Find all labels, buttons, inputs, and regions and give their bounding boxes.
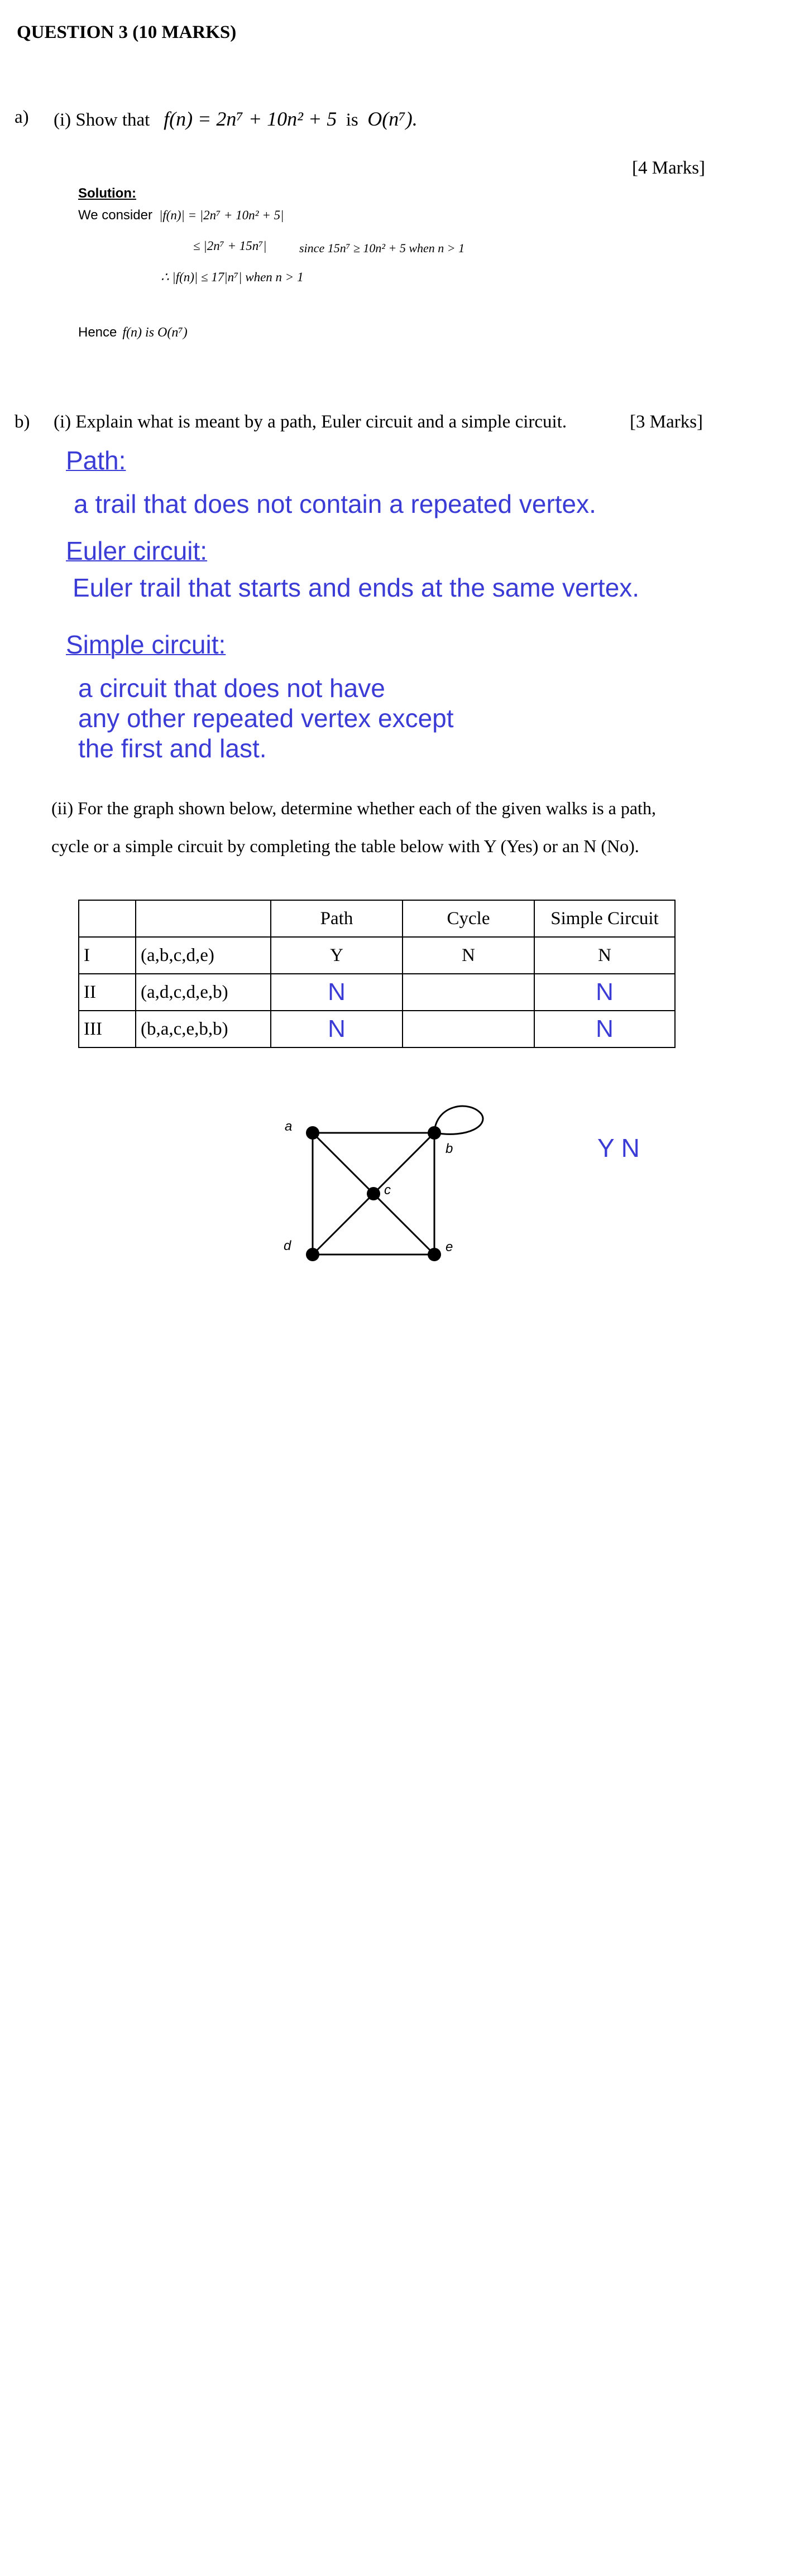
answer-simple-line-2: any other repeated vertex except xyxy=(78,704,454,733)
vertex-label-d: d xyxy=(284,1238,291,1253)
row-cycle-answer[interactable] xyxy=(402,1010,535,1048)
graph-vertices xyxy=(306,1126,441,1261)
header-cell-num xyxy=(78,900,136,938)
vertex-b xyxy=(428,1126,441,1140)
row-path-answer[interactable]: Y xyxy=(270,936,403,974)
solution-line-3-math: ∴ |f(n)| ≤ 17|n⁷| when n > 1 xyxy=(161,270,304,284)
part-ii-line-2: cycle or a simple circuit by completing … xyxy=(51,836,639,856)
graph-diagram: a b c d e xyxy=(284,1105,484,1261)
vertex-e xyxy=(428,1248,441,1261)
row-cycle-answer[interactable] xyxy=(402,973,535,1011)
vertex-label-a: a xyxy=(285,1119,292,1134)
row-simple-answer[interactable]: N xyxy=(534,936,676,974)
solution-heading: Solution: xyxy=(78,186,136,201)
table-row: I (a,b,c,d,e) Y N N xyxy=(78,936,676,974)
vertex-label-e: e xyxy=(446,1239,453,1255)
hence-line: Hence f(n) is O(n⁷) xyxy=(78,325,188,340)
part-a-bigo: O(n⁷). xyxy=(367,108,418,130)
graph-edges xyxy=(312,1105,484,1256)
row-walk: (b,a,c,e,b,b) xyxy=(135,1010,271,1048)
row-simple-answer[interactable]: N xyxy=(534,973,676,1011)
vertex-d xyxy=(306,1248,319,1261)
answer-simple-line-3: the first and last. xyxy=(78,734,267,763)
table-row: II (a,d,c,d,e,b) N N xyxy=(78,973,676,1011)
row-path-answer[interactable]: N xyxy=(270,1010,403,1048)
row-num: III xyxy=(78,1010,136,1048)
header-cell-simple: Simple Circuit xyxy=(534,900,676,938)
header-cell-cycle: Cycle xyxy=(402,900,535,938)
edge-b-loop xyxy=(433,1105,484,1135)
part-b-marks: [3 Marks] xyxy=(630,412,703,432)
part-a-prompt: (i) Show that f(n) = 2n⁷ + 10n² + 5 is O… xyxy=(54,107,418,131)
answer-euler-text: Euler trail that starts and ends at the … xyxy=(73,573,640,602)
answer-path-text: a trail that does not contain a repeated… xyxy=(74,489,596,518)
answer-path-heading: Path: xyxy=(66,446,126,475)
question-title: QUESTION 3 (10 MARKS) xyxy=(17,22,237,42)
table-header-row: Path Cycle Simple Circuit xyxy=(78,900,676,938)
part-a-prompt-text: (i) Show that xyxy=(54,110,150,130)
vertex-label-b: b xyxy=(446,1141,453,1156)
row-walk: (a,d,c,d,e,b) xyxy=(135,973,271,1011)
header-cell-walk xyxy=(135,900,271,938)
hence-math: f(n) is O(n⁷) xyxy=(122,325,188,340)
solution-line-2-math: ≤ |2n⁷ + 15n⁷| xyxy=(193,239,267,253)
vertex-c xyxy=(367,1187,380,1200)
vertex-a xyxy=(306,1126,319,1140)
side-note: Y N xyxy=(597,1133,640,1162)
solution-line-1-math: |f(n)| = |2n⁷ + 10n² + 5| xyxy=(159,208,284,222)
walks-table: Path Cycle Simple Circuit I (a,b,c,d,e) … xyxy=(78,900,676,1048)
header-cell-path: Path xyxy=(270,900,403,938)
row-num: II xyxy=(78,973,136,1011)
row-num: I xyxy=(78,936,136,974)
hence-prefix: Hence xyxy=(78,325,117,340)
solution-line-1: We consider |f(n)| = |2n⁷ + 10n² + 5| xyxy=(78,208,284,223)
row-walk: (a,b,c,d,e) xyxy=(135,936,271,974)
part-a-expression: f(n) = 2n⁷ + 10n² + 5 xyxy=(164,108,337,130)
answer-euler-heading: Euler circuit: xyxy=(66,536,208,565)
solution-line-2-since: since 15n⁷ ≥ 10n² + 5 when n > 1 xyxy=(299,241,465,255)
table-row: III (b,a,c,e,b,b) N N xyxy=(78,1010,676,1048)
answer-simple-line-1: a circuit that does not have xyxy=(78,674,385,703)
part-a-is: is xyxy=(346,110,358,130)
solution-line-1-prefix: We consider xyxy=(78,208,152,223)
row-cycle-answer[interactable]: N xyxy=(402,936,535,974)
part-b-label: b) xyxy=(15,412,30,432)
part-a-label: a) xyxy=(15,107,29,127)
part-ii-line-1: (ii) For the graph shown below, determin… xyxy=(51,798,656,818)
row-simple-answer[interactable]: N xyxy=(534,1010,676,1048)
answer-simple-heading: Simple circuit: xyxy=(66,630,226,659)
row-path-answer[interactable]: N xyxy=(270,973,403,1011)
vertex-label-c: c xyxy=(384,1183,391,1198)
part-b-prompt: (i) Explain what is meant by a path, Eul… xyxy=(54,412,567,432)
part-a-marks: [4 Marks] xyxy=(632,158,706,178)
